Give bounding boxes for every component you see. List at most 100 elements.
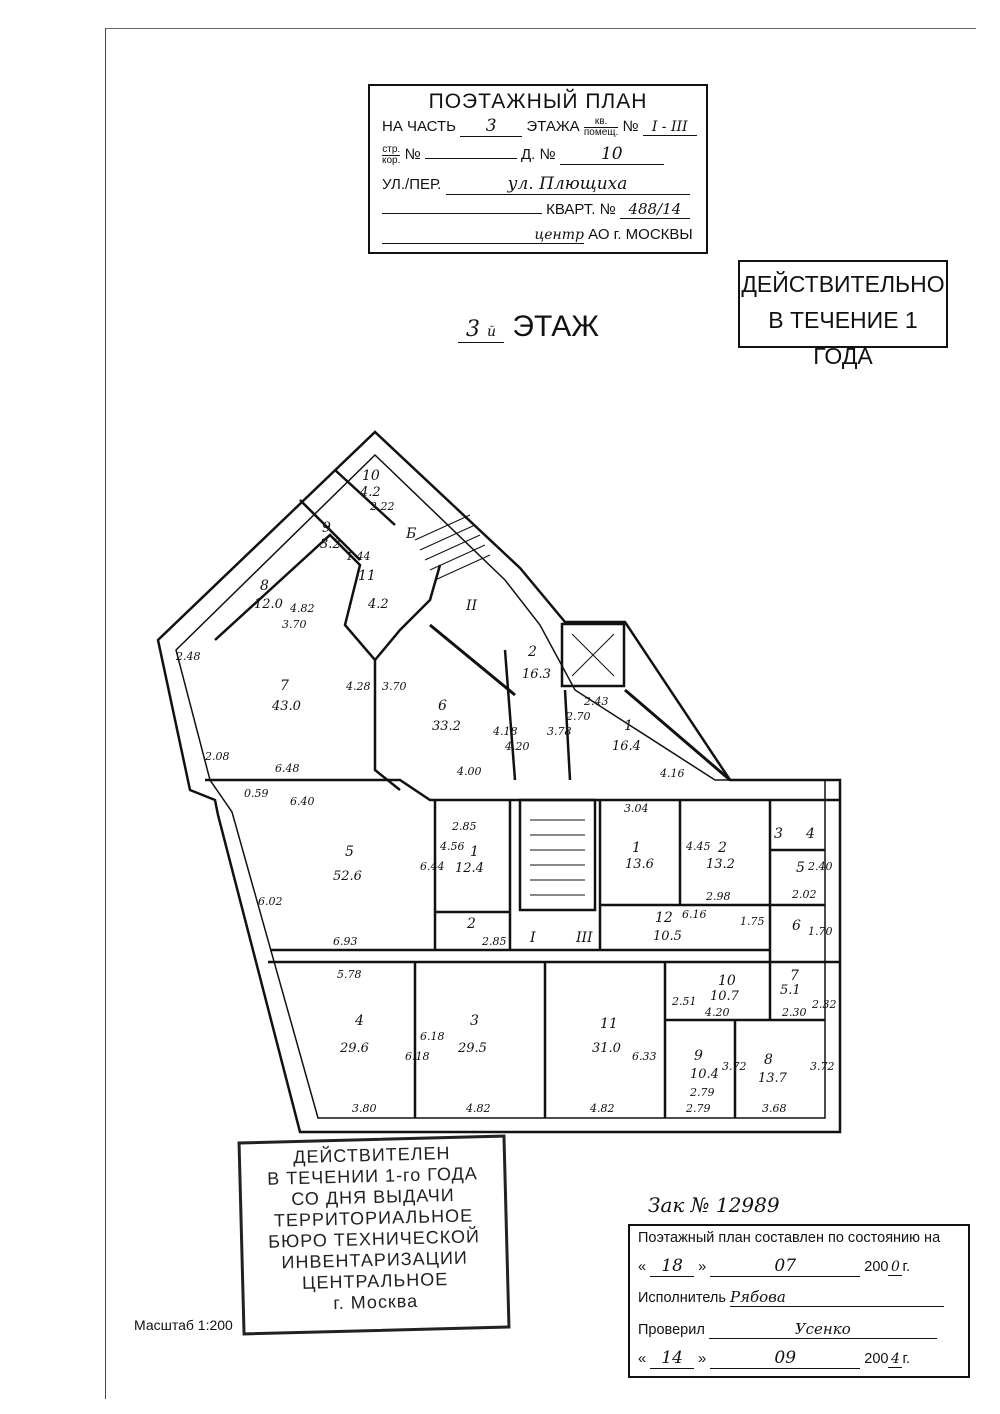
scale-label: Масштаб 1:200: [134, 1317, 233, 1333]
room-number: 9: [322, 520, 331, 536]
dimension: 1.75: [740, 915, 765, 928]
dimension: 4.00: [456, 765, 482, 778]
block-value: 488/14: [619, 200, 690, 219]
dimension: 4.82: [589, 1102, 615, 1115]
district-value: центр: [382, 227, 584, 244]
wall-7: [214, 533, 401, 791]
dimension: 4.18: [492, 725, 518, 738]
checked-label: Проверил: [638, 1322, 705, 1338]
elevator-shaft: [560, 622, 626, 688]
wall-8-9: [299, 499, 361, 561]
room-number: 10: [718, 973, 736, 989]
room-area: 43.0: [271, 699, 301, 714]
room-number: 12: [655, 910, 673, 926]
room-area: 33.2: [432, 719, 461, 734]
room-area: 4.2: [367, 597, 389, 612]
kv-fraction: кв.помещ.: [583, 116, 619, 138]
validity-stamp: ДЕЙСТВИТЕЛЕН В ТЕЧЕНИИ 1-го ГОДА СО ДНЯ …: [237, 1134, 511, 1336]
room-area: 16.4: [612, 739, 641, 754]
room-number: 4: [354, 1013, 364, 1029]
dimension: 1.70: [808, 925, 833, 938]
dimension: 4.82: [289, 602, 315, 615]
room-number: 11: [600, 1016, 618, 1032]
dimension: 4.28: [345, 680, 371, 693]
room-area: 13.7: [758, 1071, 788, 1086]
room-area: 13.2: [706, 857, 735, 872]
str-bottom: кор.: [382, 154, 401, 166]
order-number: Зак № 12989: [648, 1193, 780, 1217]
room-number: 1: [624, 718, 633, 734]
street-row: УЛ./ПЕР. ул. Плющиха: [382, 174, 690, 195]
room-area: 12.0: [254, 597, 283, 612]
floor-number-value: 3: [466, 317, 480, 342]
dimension: 2.08: [204, 750, 230, 763]
executor-signature: Рябова: [729, 1288, 944, 1307]
dimension: 3.78: [547, 725, 572, 738]
dimension: 4.20: [504, 740, 530, 753]
dimension: 1.44: [346, 550, 371, 563]
dimension: 2.40: [807, 860, 833, 873]
validity-line-2: В ТЕЧЕНИЕ 1 ГОДА: [768, 307, 918, 369]
room-number: II: [465, 598, 478, 614]
floor-label: ЭТАЖА: [526, 118, 580, 135]
room-area: 13.6: [625, 857, 654, 872]
room-number: 2: [527, 644, 537, 660]
dimension: 3.68: [762, 1102, 787, 1115]
dimension: 6.40: [290, 795, 315, 808]
floor-title: 3 й ЭТАЖ: [458, 310, 599, 344]
dimension: 6.93: [333, 935, 358, 948]
validity-box: ДЕЙСТВИТЕЛЬНО В ТЕЧЕНИЕ 1 ГОДА: [738, 260, 948, 369]
check-day: 14: [650, 1348, 695, 1369]
dimension: 6.48: [275, 762, 300, 775]
status-day: 18: [650, 1256, 695, 1277]
room-area: 29.6: [339, 1041, 369, 1056]
plan-title: ПОЭТАЖНЫЙ ПЛАН: [428, 90, 648, 113]
room-labels: 104.2 93.2 812.0 114.2 743.0 633.2 216.3…: [254, 468, 815, 1086]
dimension-labels: 2.22 1.44 4.82 3.70 2.48 4.28 3.70 6.48 …: [175, 500, 837, 1115]
block-label: КВАРТ. №: [546, 201, 616, 218]
room-area: 12.4: [455, 861, 484, 876]
page-border: [105, 28, 976, 1399]
kv-top: кв.: [583, 116, 619, 128]
dimension: 6.16: [682, 908, 707, 921]
status-year-unit: г.: [902, 1259, 911, 1275]
check-year-prefix: 200: [864, 1351, 889, 1367]
dimension: 2.43: [583, 695, 609, 708]
wall-diag-1: [624, 688, 731, 782]
room-number: 1: [470, 844, 479, 860]
room-area: 10.4: [690, 1067, 719, 1082]
title-block: ПОЭТАЖНЫЙ ПЛАН НА ЧАСТЬ 3 ЭТАЖА кв.помещ…: [368, 84, 708, 254]
room-number: 2: [717, 840, 727, 856]
block-row: КВАРТ. № 488/14: [382, 200, 690, 219]
room-area: 5.1: [780, 983, 801, 998]
dimension: 3.72: [810, 1060, 835, 1073]
dimension: 2.30: [781, 1006, 807, 1019]
room-number: 9: [694, 1048, 703, 1064]
room-area: 29.5: [457, 1041, 487, 1056]
str-fraction: стр.кор.: [382, 144, 401, 166]
dimension: 6.02: [258, 895, 283, 908]
floor-number: 3 й: [458, 317, 505, 343]
room-area: 31.0: [592, 1041, 621, 1056]
dimension: 3.70: [382, 680, 407, 693]
room-number: 7: [790, 968, 799, 984]
dimension: 4.20: [704, 1006, 730, 1019]
status-year-suffix: 0: [888, 1259, 903, 1276]
dimension: 0.59: [244, 787, 269, 800]
dimension: 3.72: [722, 1060, 747, 1073]
room-number: 2: [466, 916, 476, 932]
kv-value: I - III: [642, 119, 697, 136]
dimension: 4.56: [439, 840, 465, 853]
dimension: 6.33: [632, 1050, 657, 1063]
status-year-prefix: 200: [864, 1259, 889, 1275]
walls: [156, 430, 842, 1134]
status-box: Поэтажный план составлен по состоянию на…: [628, 1224, 970, 1378]
inner-wall-line: [175, 453, 826, 1119]
room-number: 1: [632, 840, 641, 856]
dimension: 2.79: [685, 1102, 711, 1115]
room-area: 10.7: [710, 989, 740, 1004]
dimension: 2.22: [369, 500, 395, 513]
dimension: 2.70: [565, 710, 591, 723]
